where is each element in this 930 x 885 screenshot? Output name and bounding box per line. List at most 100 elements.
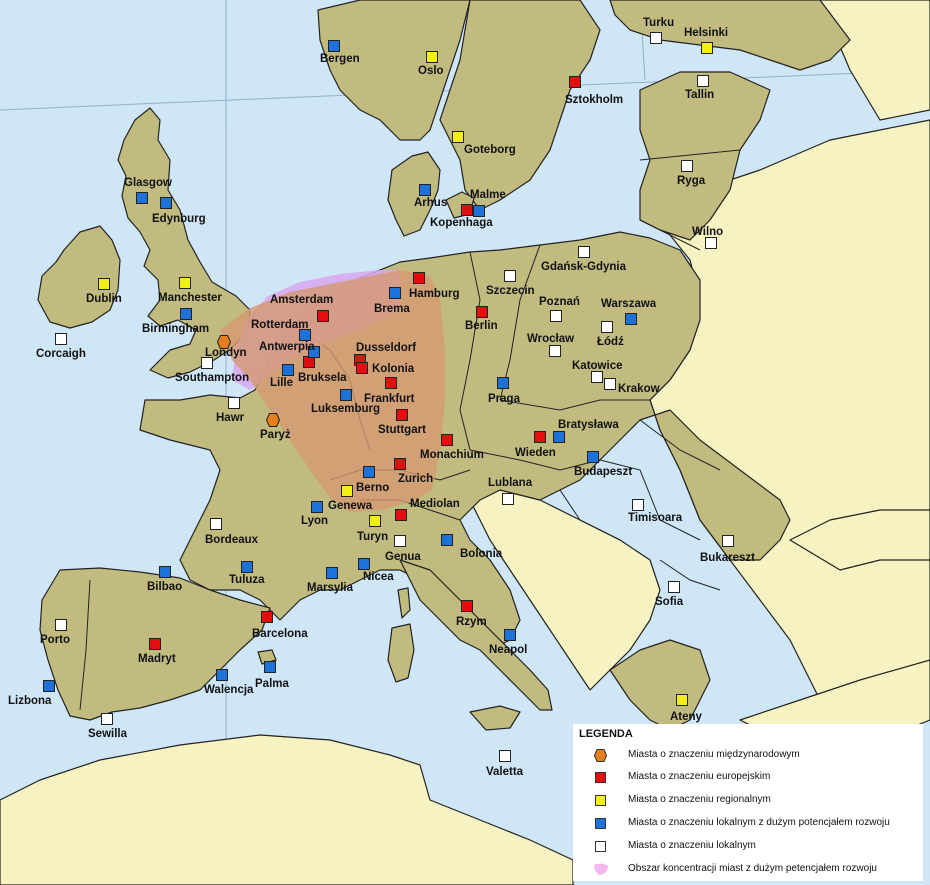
city-frankfurt: Frankfurt — [364, 377, 415, 405]
finland — [609, 0, 851, 71]
city-label: Timisoara — [628, 512, 683, 524]
city-label: Genewa — [328, 500, 373, 512]
city-square-marker — [55, 619, 67, 631]
city-square-marker — [650, 32, 662, 44]
city-madryt: Madryt — [138, 638, 176, 665]
city-label: Hamburg — [409, 288, 459, 300]
city-label: Monachium — [420, 449, 484, 461]
city-square-marker — [311, 501, 323, 513]
city-label: Luksemburg — [311, 403, 380, 415]
orange-hexagon-marker — [216, 335, 232, 349]
city-dusseldorf: Dusseldorf — [354, 342, 416, 366]
city-label: Arhus — [414, 197, 447, 209]
city-southampton: Southampton — [175, 357, 249, 384]
city-label: Palma — [255, 678, 289, 690]
city-square-marker — [394, 458, 406, 470]
city-square-marker — [201, 357, 213, 369]
city-barcelona: Barcelona — [252, 611, 308, 640]
great-britain — [117, 107, 251, 379]
city-nicea: Nicea — [358, 558, 394, 583]
city-square-marker — [668, 581, 680, 593]
legend-item-regional: Miasta o znaczeniu regionalnym — [573, 791, 923, 811]
city-label: Warszawa — [601, 298, 657, 310]
sicily — [469, 705, 521, 731]
city-label: Sztokholm — [565, 94, 623, 106]
city-square-marker — [136, 192, 148, 204]
city-rzym: Rzym — [456, 600, 487, 628]
city-oslo: Oslo — [418, 51, 444, 77]
city-rotterdam: Rotterdam — [251, 319, 311, 341]
city-label: Brema — [374, 303, 410, 315]
city-genewa: Genewa — [328, 485, 373, 512]
city-label: Madryt — [138, 653, 176, 665]
city-label: Valetta — [486, 766, 524, 778]
city-porto: Porto — [40, 619, 70, 646]
city-label: Neapol — [489, 644, 527, 656]
greece — [609, 639, 711, 731]
ireland — [37, 225, 121, 329]
city-square-marker — [676, 694, 688, 706]
city-poznan: Poznań — [539, 296, 580, 322]
city-square-marker — [413, 272, 425, 284]
city-square-marker — [340, 389, 352, 401]
city-goteborg: Goteborg — [452, 131, 516, 156]
city-square-marker — [441, 534, 453, 546]
city-square-marker — [601, 321, 613, 333]
city-label: Frankfurt — [364, 393, 415, 405]
city-square-marker — [282, 364, 294, 376]
city-label: Zurich — [398, 473, 433, 485]
city-bukareszt: Bukareszt — [700, 535, 755, 564]
city-label: Helsinki — [684, 27, 728, 39]
city-square-marker — [308, 346, 320, 358]
city-square-marker — [317, 310, 329, 322]
city-square-marker — [497, 377, 509, 389]
city-square-marker — [701, 42, 713, 54]
city-label: Budapeszt — [574, 466, 632, 478]
city-square-marker — [553, 431, 565, 443]
legend-item-international: Miasta o znaczeniu międzynarodowym — [573, 746, 923, 766]
city-wilno: Wilno — [692, 226, 723, 249]
national-borders — [79, 149, 741, 711]
city-londyn: Londyn — [205, 335, 247, 359]
city-square-marker — [550, 310, 562, 322]
legend-title: LEGENDA — [579, 728, 633, 740]
city-tuluza: Tuluza — [229, 561, 265, 586]
city-square-marker — [149, 638, 161, 650]
city-square-marker — [389, 287, 401, 299]
legend-item-local-potential: Miasta o znaczeniu lokalnym z dużym pote… — [573, 814, 923, 834]
city-wroclaw: Wrocław — [527, 333, 574, 357]
city-label: Antwerpia — [259, 341, 315, 353]
city-bratyslawa: Bratysława — [553, 419, 619, 443]
city-square-marker — [228, 397, 240, 409]
city-lublana: Lublana — [488, 477, 533, 505]
city-krakow: Krakow — [604, 378, 660, 395]
norway — [317, 0, 471, 141]
city-square-marker — [604, 378, 616, 390]
city-label: Sewilla — [88, 728, 128, 740]
city-square-marker — [98, 278, 110, 290]
city-paryz: Paryż — [260, 413, 291, 441]
city-square-marker — [264, 661, 276, 673]
city-label: Turku — [643, 17, 674, 29]
city-square-marker — [356, 362, 368, 374]
city-square-marker — [591, 371, 603, 383]
city-label: Mediolan — [410, 498, 460, 510]
city-warszawa: Warszawa — [601, 298, 657, 325]
city-square-marker — [180, 308, 192, 320]
city-label: Wilno — [692, 226, 723, 238]
city-timisoara: Timisoara — [628, 499, 683, 524]
city-label: Rotterdam — [251, 319, 309, 331]
city-monachium: Monachium — [420, 434, 484, 461]
city-square-marker — [210, 518, 222, 530]
yellow-square-icon — [595, 795, 606, 806]
legend-label: Miasta o znaczeniu lokalnym z dużym pote… — [628, 817, 890, 828]
city-label: Dusseldorf — [356, 342, 416, 354]
city-square-marker — [681, 160, 693, 172]
city-label: Sofia — [655, 596, 684, 608]
city-label: Corcaigh — [36, 348, 86, 360]
legend-label: Miasta o znaczeniu lokalnym — [628, 840, 756, 851]
legend-label: Obszar koncentracji miast z dużym petenc… — [628, 863, 877, 874]
city-label: Walencja — [204, 684, 254, 696]
city-label: Praga — [488, 393, 521, 405]
city-dublin: Dublin — [86, 278, 122, 305]
